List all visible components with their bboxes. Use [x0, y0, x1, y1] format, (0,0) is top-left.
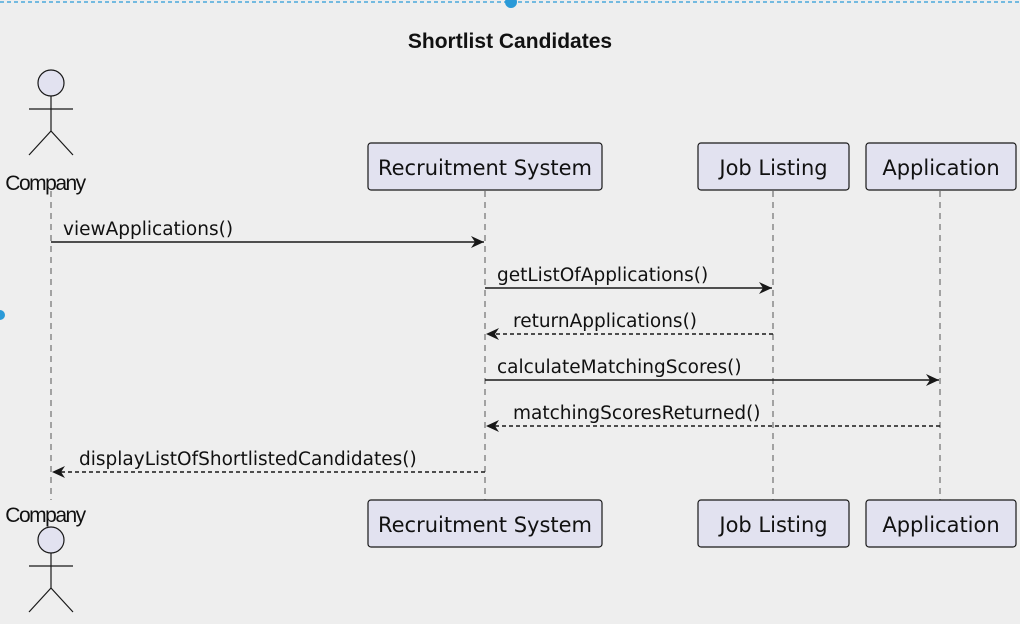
- participant-joblisting-top: Job Listing: [697, 142, 850, 191]
- message-3: returnApplications(): [486, 311, 773, 340]
- message-label: displayListOfShortlistedCandidates(): [79, 449, 417, 470]
- participant-recruitment-top: Recruitment System: [367, 142, 603, 191]
- lifelines: [50, 191, 941, 500]
- participant-label: Job Listing: [717, 513, 827, 537]
- message-1: viewApplications(): [51, 219, 484, 248]
- participant-label: Recruitment System: [378, 513, 592, 537]
- participant-label: Job Listing: [717, 156, 827, 180]
- actor-head-icon: [37, 526, 65, 554]
- message-6: displayListOfShortlistedCandidates(): [52, 449, 485, 478]
- actor-label: Company: [5, 172, 86, 195]
- actor-label: Company: [5, 504, 86, 527]
- message-4: calculateMatchingScores(): [485, 357, 939, 386]
- participants-top: Company Recruitment System Job Listing Appl…: [5, 69, 1017, 195]
- message-label: returnApplications(): [513, 311, 697, 332]
- participant-application-bottom: Application: [865, 499, 1017, 548]
- participant-recruitment-bottom: Recruitment System: [367, 499, 603, 548]
- selection-handle-left[interactable]: [0, 310, 5, 320]
- message-2: getListOfApplications(): [485, 265, 772, 294]
- diagram-title: Shortlist Candidates: [408, 30, 612, 53]
- actor-company-bottom: Company: [5, 504, 88, 613]
- messages: viewApplications() getListOfApplications(…: [51, 219, 940, 478]
- message-label: calculateMatchingScores(): [497, 357, 742, 378]
- participant-application-top: Application: [865, 142, 1017, 191]
- message-5: matchingScoresReturned(): [486, 403, 940, 432]
- participants-bottom: Company Recruitment System Job Listing Appl…: [5, 499, 1017, 613]
- participant-label: Application: [882, 513, 999, 537]
- actor-company-top: Company: [5, 69, 88, 195]
- participant-label: Application: [882, 156, 999, 180]
- selection-frame[interactable]: [0, 0, 1020, 320]
- participant-label: Recruitment System: [378, 156, 592, 180]
- actor-head-icon: [37, 69, 65, 97]
- message-label: matchingScoresReturned(): [513, 403, 761, 424]
- message-label: viewApplications(): [63, 219, 233, 240]
- selection-handle-top[interactable]: [505, 0, 517, 8]
- message-label: getListOfApplications(): [497, 265, 708, 286]
- participant-joblisting-bottom: Job Listing: [697, 499, 850, 548]
